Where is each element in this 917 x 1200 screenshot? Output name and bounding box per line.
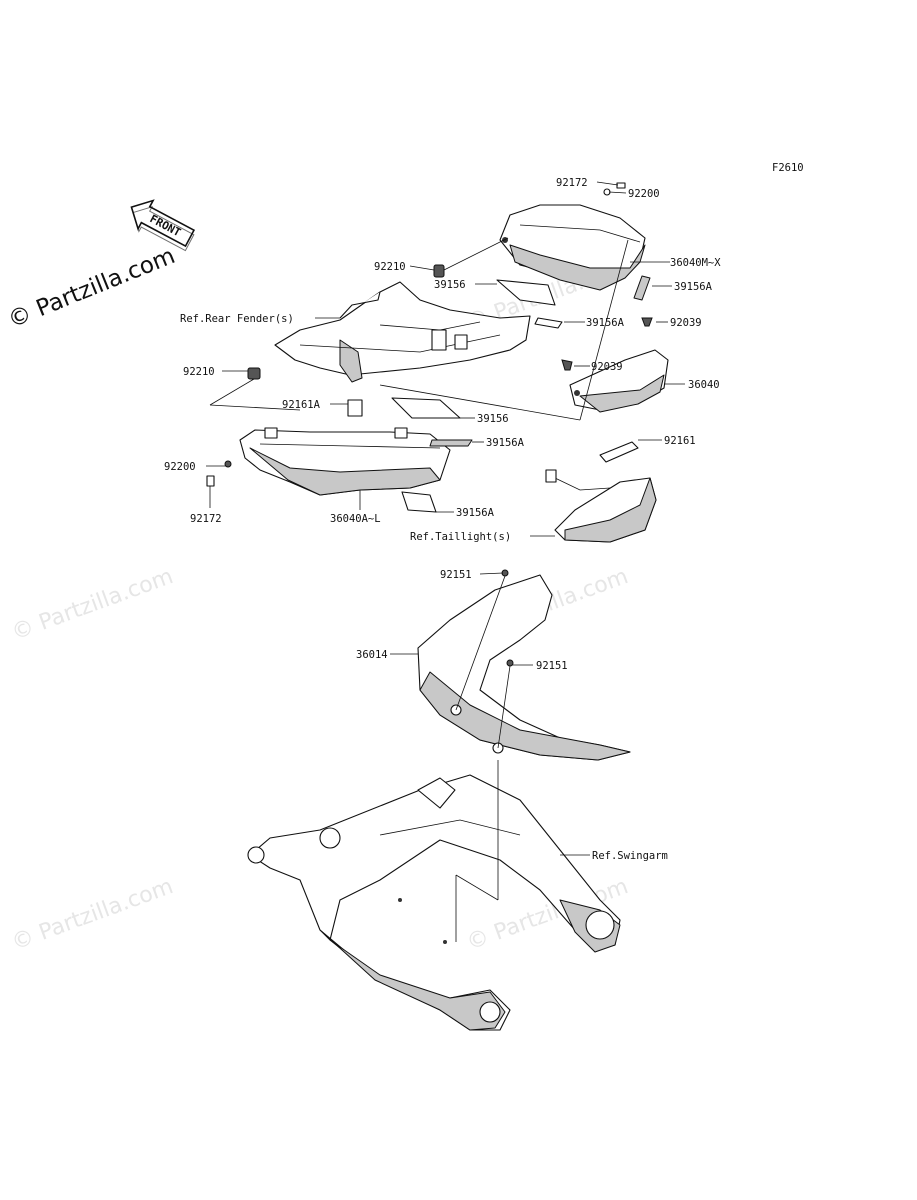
callout-36014: 36014 [356,649,388,661]
watermark-faint: © Partzilla.com [9,874,177,956]
callout-92151-r: 92151 [536,660,568,672]
callout-92210-top: 92210 [374,261,406,273]
taillight-part [545,441,657,543]
callout-39156a-r2: 39156A [586,317,625,329]
callout-92200-top: 92200 [628,188,660,200]
side-cover-lower-part [239,427,451,496]
swingarm-part [247,774,621,1031]
callout-36040: 36040 [688,379,720,391]
small-parts-upper [433,182,653,371]
leader-lines [206,181,685,942]
callout-92039-r: 92039 [670,317,702,329]
callout-39156a-r1: 39156A [674,281,713,293]
figure-code: F2610 [772,162,804,174]
callout-39156a-low: 39156A [456,507,495,519]
callout-92172-top: 92172 [556,177,588,189]
callout-92172-left: 92172 [190,513,222,525]
rear-fender-part [274,281,531,383]
callout-36040mx: 36040M~X [670,257,721,269]
grab-rail-part [569,349,669,413]
callout-92210-left: 92210 [183,366,215,378]
callout-92151-top: 92151 [440,569,472,581]
callout-taillight: Ref.Taillight(s) [410,531,511,543]
chain-guard-part [417,569,631,761]
callout-92200-left: 92200 [164,461,196,473]
callout-39156-top: 39156 [434,279,466,291]
callout-swingarm: Ref.Swingarm [592,850,668,862]
callout-rear-fender: Ref.Rear Fender(s) [180,313,294,325]
callout-92039-l: 92039 [591,361,623,373]
small-parts-middle [206,367,473,513]
watermark-faint: © Partzilla.com [9,564,177,646]
tail-cover-upper-part [499,204,646,291]
callout-39156-mid: 39156 [477,413,509,425]
callout-92161a: 92161A [282,399,321,411]
callout-92161: 92161 [664,435,696,447]
callout-labels: 92172 92200 92210 36040M~X 39156 39156A … [164,177,721,862]
callout-39156a-mid: 39156A [486,437,525,449]
callout-36040al: 36040A~L [330,513,381,525]
watermark-main: © Partzilla.com [5,243,179,334]
